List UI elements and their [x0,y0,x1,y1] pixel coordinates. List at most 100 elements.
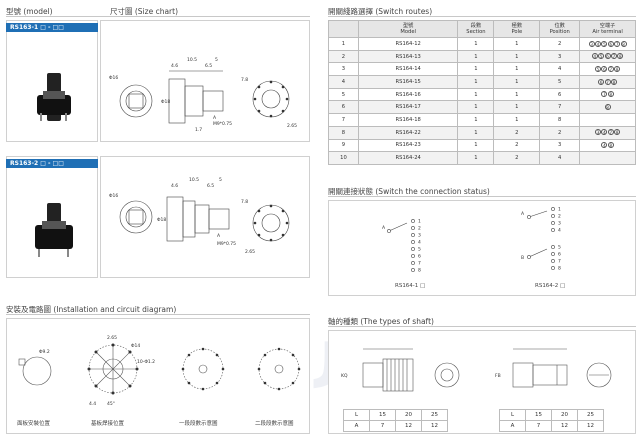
shaft-cell: L [343,409,370,421]
air-terminal-number: 8 [617,53,624,60]
terminal-label: 1 [418,219,421,225]
dim-d4: 5 [215,57,218,63]
installation-drawings: Φ9.2 2.65 Φ14 10-Φ1.2 45° 4.4 [18,335,301,407]
shaft-cell: 7 [369,420,396,432]
caption-one-section: 一段段數示意圖 [179,421,218,427]
cell-model: RS164-13 [357,49,459,64]
cell-pole: 1 [493,100,541,115]
shaft-cell: L [499,409,526,421]
divider [328,326,636,327]
air-terminal-number: 5 [601,40,608,47]
cell-no: 3 [328,62,359,77]
air-terminal-number: 5 [595,65,601,72]
terminal-label: 2 [418,226,421,232]
dim-d1: 4.6 [171,63,178,69]
dim-d3: 6.5 [205,63,212,69]
air-terminal-number: 8 [607,142,614,149]
cell-pole: 2 [493,151,541,165]
dim-d3: 6.5 [207,183,214,189]
cell-air-terminal [579,151,636,165]
cell-no: 8 [328,125,359,140]
cell-section: 1 [457,151,495,165]
switch-routes-section-title: 開關綫路選擇 (Switch routes) [328,7,433,16]
cell-section: 1 [457,49,495,64]
cell-pole: 1 [493,113,541,127]
terminal-label: 3 [418,233,421,239]
divider [328,16,636,17]
pole-a-label-2: A [521,211,525,217]
cell-no: 6 [328,100,359,115]
shaft-cell: 12 [551,420,578,432]
pole-a-label: A [382,225,386,231]
shaft-kq-label: KQ [341,373,348,379]
connection-label-rs164-2: RS164-2 □ [535,283,566,289]
terminal-label: 5 [418,247,421,253]
terminal-label: 4 [418,240,421,246]
shaft-cell: 12 [395,420,422,432]
dim-d9: 7.8 [241,77,248,83]
dim-d11: A [213,115,217,121]
cell-section: 1 [457,37,495,51]
cell-position: 8 [539,113,581,127]
terminal-label: 6 [558,252,561,258]
cell-model: RS164-17 [357,100,459,115]
terminal-label: 8 [558,266,561,272]
cell-section: 1 [457,62,495,77]
cell-section: 1 [457,138,495,153]
air-terminal-number: 8 [604,104,611,111]
shaft-cell: 20 [395,409,422,421]
terminal-label: 1 [558,207,561,213]
model-label-rs163-2: RS163-2 □ - □□ [6,159,98,168]
size-chart-panel-1: 4.6 10.5 6.5 5 Φ18 Φ16 M9*0.75 1.7 7.8 2… [100,20,310,142]
header-cell [328,20,359,38]
cell-section: 1 [457,113,495,127]
cell-position: 7 [539,100,581,115]
cell-no: 4 [328,75,359,89]
shaft-cell: 25 [421,409,448,421]
air-terminal-number: 4 [601,142,608,149]
cell-model: RS164-24 [357,151,459,165]
dim-d4: 5 [219,177,222,183]
air-terminal-number: 3 [595,129,601,136]
cell-pole: 2 [493,138,541,153]
air-terminal-number: 6 [607,40,614,47]
shaft-drawings: KQ FB [341,348,612,392]
dim-d11: A [217,233,221,239]
air-terminal-number: 8 [620,40,627,47]
cell-section: 1 [457,87,495,102]
shaft-cell: 12 [577,420,604,432]
model-label-rs163-1: RS163-1 □ - □□ [6,23,98,32]
inst-dim-d: 10-Φ1.2 [137,359,155,365]
cell-model: RS164-23 [357,138,459,153]
cell-air-terminal: 8 [579,100,636,115]
air-terminal-number: 7 [610,53,617,60]
cell-pole: 1 [493,49,541,64]
air-terminal-number: 7 [607,65,614,72]
dim-d5: Φ18 [161,99,170,105]
shaft-cell: 12 [421,420,448,432]
cell-pole: 1 [493,37,541,51]
air-terminal-number: 8 [610,78,617,85]
dim-d9: 7.8 [241,199,248,205]
air-terminal-number: 7 [607,129,614,136]
installation-section-title: 安裝及電路圖 (Installation and circuit diagram… [6,305,177,314]
air-terminal-number: 7 [604,78,611,85]
shaft-types-section-title: 軸的種類 (The types of shaft) [328,317,434,326]
